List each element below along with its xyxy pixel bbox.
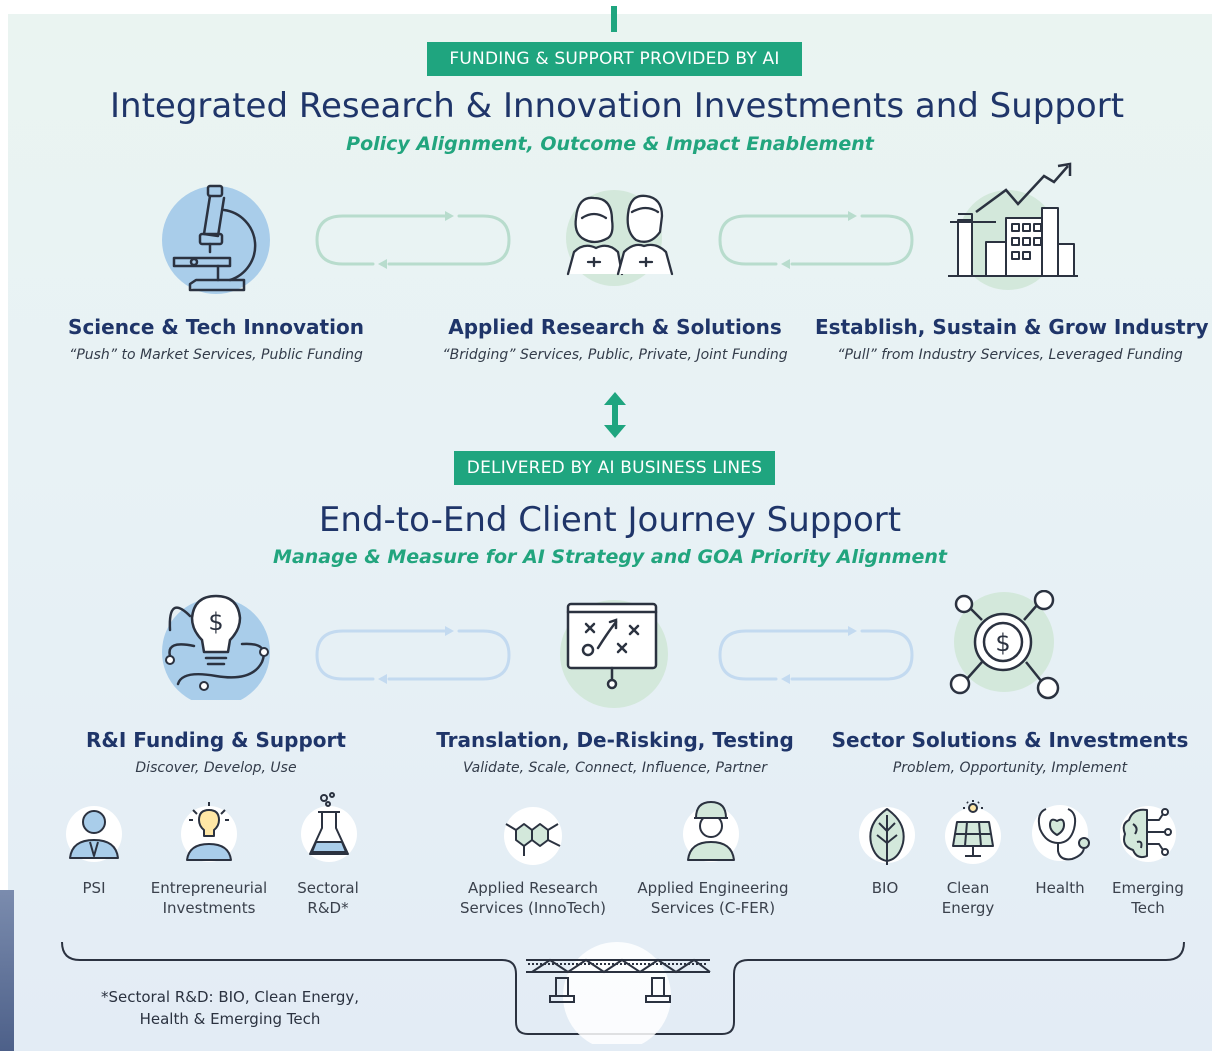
molecule-icon	[498, 806, 568, 866]
top-column-title-1: Science & Tech Innovation	[68, 315, 364, 339]
cycle-arrows-bottom-right	[716, 625, 916, 685]
leaf-icon	[857, 805, 917, 867]
item-label-applied-engineering: Applied Engineering Services (C-FER)	[637, 879, 789, 917]
bottom-column-subtitle-2: Validate, Scale, Connect, Influence, Par…	[463, 760, 767, 776]
bottom-section-subtitle: Manage & Measure for AI Strategy and GOA…	[273, 546, 947, 568]
item-label-applied-research: Applied Research Services (InnoTech)	[460, 879, 606, 917]
cycle-arrows-top-right	[716, 210, 916, 270]
bottom-section-title: End-to-End Client Journey Support	[318, 500, 902, 540]
side-accent-bar	[0, 890, 14, 1051]
cycle-arrows-top-left	[313, 210, 513, 270]
funding-lightbulb-icon: $	[160, 590, 275, 700]
engineer-icon	[680, 796, 742, 864]
item-label-emerging-tech: Emerging Tech	[1112, 879, 1184, 917]
cycle-arrows-bottom-left	[313, 625, 513, 685]
delivery-banner: DELIVERED BY AI BUSINESS LINES	[454, 451, 775, 485]
brain-circuit-icon	[1117, 802, 1179, 866]
item-label-sectoral: Sectoral R&D*	[297, 879, 359, 917]
person-icon	[64, 802, 124, 864]
top-section-subtitle: Policy Alignment, Outcome & Impact Enabl…	[346, 133, 874, 155]
top-column-subtitle-2: “Bridging” Services, Public, Private, Jo…	[442, 347, 788, 363]
top-column-subtitle-3: “Pull” from Industry Services, Leveraged…	[837, 347, 1183, 363]
top-column-subtitle-1: “Push” to Market Services, Public Fundin…	[69, 347, 363, 363]
item-label-bio: BIO	[871, 879, 899, 897]
solar-panel-icon	[943, 800, 1003, 866]
svg-text:$: $	[995, 629, 1010, 657]
item-label-entrepreneurial: Entrepreneurial Investments	[150, 879, 268, 917]
bottom-column-subtitle-1: Discover, Develop, Use	[135, 760, 297, 776]
flask-icon	[300, 792, 360, 864]
bottom-column-title-3: Sector Solutions & Investments	[831, 728, 1189, 752]
top-connector-line	[611, 6, 617, 32]
bottom-column-title-1: R&I Funding & Support	[86, 728, 346, 752]
item-label-health: Health	[1035, 879, 1085, 897]
investment-network-icon: $	[946, 590, 1066, 705]
stethoscope-icon	[1030, 803, 1094, 865]
entrepreneur-idea-icon	[179, 802, 239, 864]
double-arrow-icon	[602, 390, 628, 440]
bottom-column-subtitle-3: Problem, Opportunity, Implement	[892, 760, 1128, 776]
industry-growth-icon	[946, 162, 1081, 302]
top-column-title-3: Establish, Sustain & Grow Industry	[815, 315, 1209, 339]
top-column-title-2: Applied Research & Solutions	[448, 315, 782, 339]
footnote: *Sectoral R&D: BIO, Clean Energy, Health…	[100, 988, 360, 1028]
researchers-icon	[552, 188, 677, 298]
strategy-board-icon	[556, 598, 672, 710]
funding-banner: FUNDING & SUPPORT PROVIDED BY AI	[427, 42, 802, 76]
item-label-psi: PSI	[82, 879, 106, 897]
microscope-icon	[160, 180, 275, 300]
top-section-title: Integrated Research & Innovation Investm…	[110, 86, 1125, 126]
svg-text:$: $	[208, 608, 223, 636]
bridge-bracket	[56, 938, 1190, 1044]
bottom-column-title-2: Translation, De-Risking, Testing	[436, 728, 794, 752]
item-label-clean-energy: Clean Energy	[941, 879, 995, 917]
